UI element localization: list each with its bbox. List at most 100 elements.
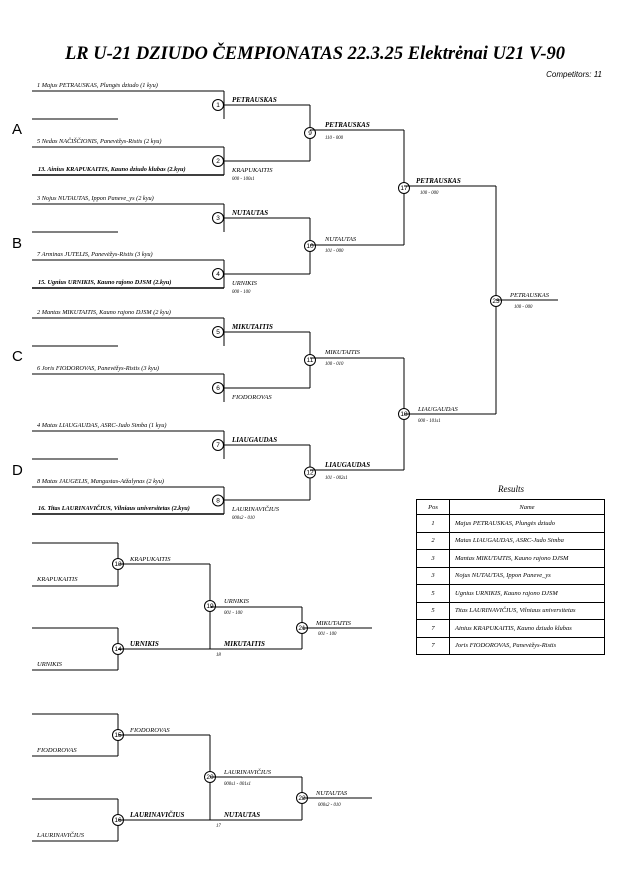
r2-score: 101 - 002s1 (325, 476, 348, 481)
rep-score: 000s2 - 010 (318, 803, 341, 808)
final-winner: PETRAUSKAS (509, 292, 550, 299)
r1-winner: LIAUGAUDAS (231, 436, 277, 444)
competitor-entry: 2 Mantas MIKUTAITIS, Kauno rajono DJSM (… (37, 309, 171, 316)
match-circle-7 (212, 439, 224, 451)
competitor-entry: 16. Titas LAURINAVIČIUS, Vilniaus univer… (38, 504, 190, 512)
match-number: 8 (216, 498, 220, 505)
result-name: Mantas MIKUTAITIS, Kauno rajono DJSM (449, 549, 605, 568)
final-score: 100 - 000 (514, 305, 533, 310)
match-circle-10 (304, 240, 316, 252)
results-title: Results (498, 484, 524, 494)
r1-winner: NUTAUTAS (231, 209, 268, 217)
match-circle-11 (304, 354, 316, 366)
rep-entrant: FIODOROVAS (36, 747, 77, 754)
r2-winner: NUTAUTAS (324, 236, 357, 243)
sf-winner: PETRAUSKAS (416, 177, 461, 185)
match-number: 12 (306, 470, 314, 477)
competitor-entry: 6 Joris FIODOROVAS, Panevėžys-Ristis (3 … (37, 365, 159, 372)
results-header-row: Pos Name (416, 499, 605, 515)
match-number: 22 (298, 795, 306, 802)
rep-winner: LAURINAVIČIUS (129, 811, 184, 819)
result-name: Ugnius URNIKIS, Kauno rajono DJSM (449, 584, 605, 603)
match-number: 9 (308, 130, 312, 137)
result-name: Matas LIAUGAUDAS, ASRC-Judo Simba (449, 531, 605, 550)
result-pos: 3 (416, 549, 450, 568)
match-number: 16 (114, 817, 122, 824)
rep-winner: URNIKIS (224, 598, 250, 605)
pool-label-c: C (12, 348, 23, 365)
page-title: LR U-21 DZIUDO ČEMPIONATAS 22.3.25 Elekt… (64, 44, 566, 64)
match-circle-4 (212, 268, 224, 280)
r1-winner: FIODOROVAS (231, 394, 272, 401)
match-number: 17 (400, 185, 408, 192)
rep-winner: LAURINAVIČIUS (223, 768, 272, 776)
match-number: 20 (206, 774, 214, 781)
r2-score: 110 - 000 (325, 136, 344, 141)
rep-entrant: URNIKIS (37, 661, 63, 668)
r1-score: 000s2 - 010 (232, 516, 255, 521)
pool-label-a: A (12, 121, 23, 138)
r1-score: 000 - 100 (232, 290, 251, 295)
pool-label-b: B (12, 235, 23, 252)
competitors-count: Competitors: 11 (546, 70, 602, 79)
match-circle-1 (212, 99, 224, 111)
match-number: 3 (216, 215, 220, 222)
match-number: 14 (114, 646, 122, 653)
match-number: 21 (298, 625, 306, 632)
result-name: Joris FIODOROVAS, Panevėžys-Ristis (449, 636, 605, 655)
match-number: 13 (114, 561, 122, 568)
r2-score: 100 - 010 (325, 362, 344, 367)
match-circle-19 (204, 600, 216, 612)
match-number: 18 (400, 411, 408, 418)
pool-label-d: D (12, 462, 23, 479)
result-pos: 2 (416, 531, 450, 550)
r1-winner: URNIKIS (232, 280, 258, 287)
match-number: 2 (216, 158, 220, 165)
result-name: Ainius KRAPUKAITIS, Kauno dziudo klubas (449, 619, 605, 638)
match-number: 5 (216, 329, 220, 336)
r2-winner: MIKUTAITIS (324, 349, 361, 356)
rep-winner: URNIKIS (130, 640, 159, 648)
match-number: 4 (216, 271, 220, 278)
competitor-entry: 1 Majus PETRAUSKAS, Plungės dziudo (1 ky… (37, 82, 158, 89)
r2-winner: LIAUGAUDAS (324, 461, 370, 469)
competitor-entry: 15. Ugnius URNIKIS, Kauno rajono DJSM (2… (38, 279, 172, 286)
rep-winner: KRAPUKAITIS (129, 556, 171, 563)
match-circle-8 (212, 494, 224, 507)
result-name: Nojus NUTAUTAS, Ippon Paneve_ys (449, 566, 605, 585)
match-circle-23 (490, 295, 502, 307)
result-pos: 7 (416, 619, 450, 638)
rep-entrant: KRAPUKAITIS (36, 576, 78, 583)
match-number: 1 (216, 102, 220, 109)
result-pos: 5 (416, 601, 450, 620)
competitor-entry: 7 Arminas JUTELIS, Panevėžys-Ristis (3 k… (37, 251, 153, 258)
r1-winner: MIKUTAITIS (231, 323, 273, 331)
rep-ref: 18 (216, 653, 221, 658)
rep-winner: MIKUTAITIS (223, 640, 265, 648)
competitor-entry: 4 Matas LIAUGAUDAS, ASRC-Judo Simba (1 k… (37, 422, 166, 429)
result-name: Majus PETRAUSKAS, Plungės dziudo (449, 514, 605, 533)
results-header-pos: Pos (416, 499, 450, 515)
match-number: 7 (216, 442, 220, 449)
r1-winner: KRAPUKAITIS (231, 167, 273, 174)
rep-score: 001 - 100 (318, 632, 337, 637)
rep-entrant: LAURINAVIČIUS (36, 831, 85, 839)
r2-winner: PETRAUSKAS (325, 121, 370, 129)
result-pos: 3 (416, 566, 450, 585)
rep-winner: FIODOROVAS (129, 727, 170, 734)
match-circle-2 (212, 155, 224, 167)
match-number: 10 (306, 243, 314, 250)
r1-score: 000 - 100s1 (232, 177, 255, 182)
competitor-entry: 3 Nojus NUTAUTAS, Ippon Paneve_ys (2 kyu… (36, 195, 154, 202)
rep-ref: 17 (216, 824, 221, 829)
sf-winner: LIAUGAUDAS (417, 406, 458, 413)
result-pos: 5 (416, 584, 450, 603)
